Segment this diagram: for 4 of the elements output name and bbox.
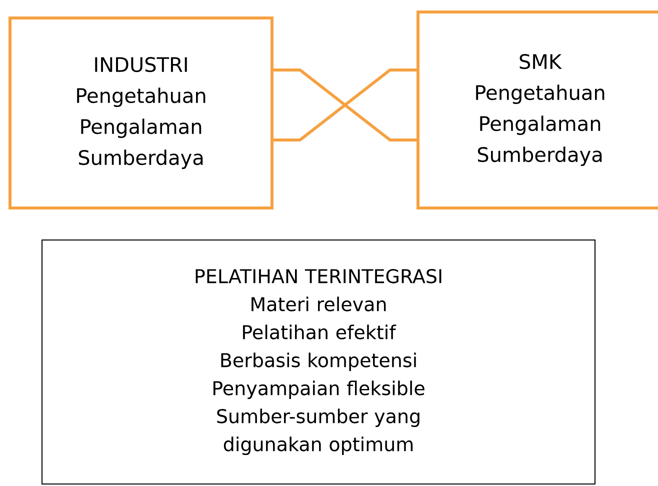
summary-box: PELATIHAN TERINTEGRASI Materi relevan Pelatihan efektif Berbasis kompetensi Penyampaian fleksible Sumber-sumber yang digunakan optimum xyxy=(42,240,596,484)
crossed-connector xyxy=(272,68,418,142)
partner-box: INDUSTRI Pengetahuan Pengalaman Sumberdaya xyxy=(8,16,274,210)
partner-box: SMK Pengetahuan Pengalaman Sumberdaya xyxy=(416,10,658,210)
